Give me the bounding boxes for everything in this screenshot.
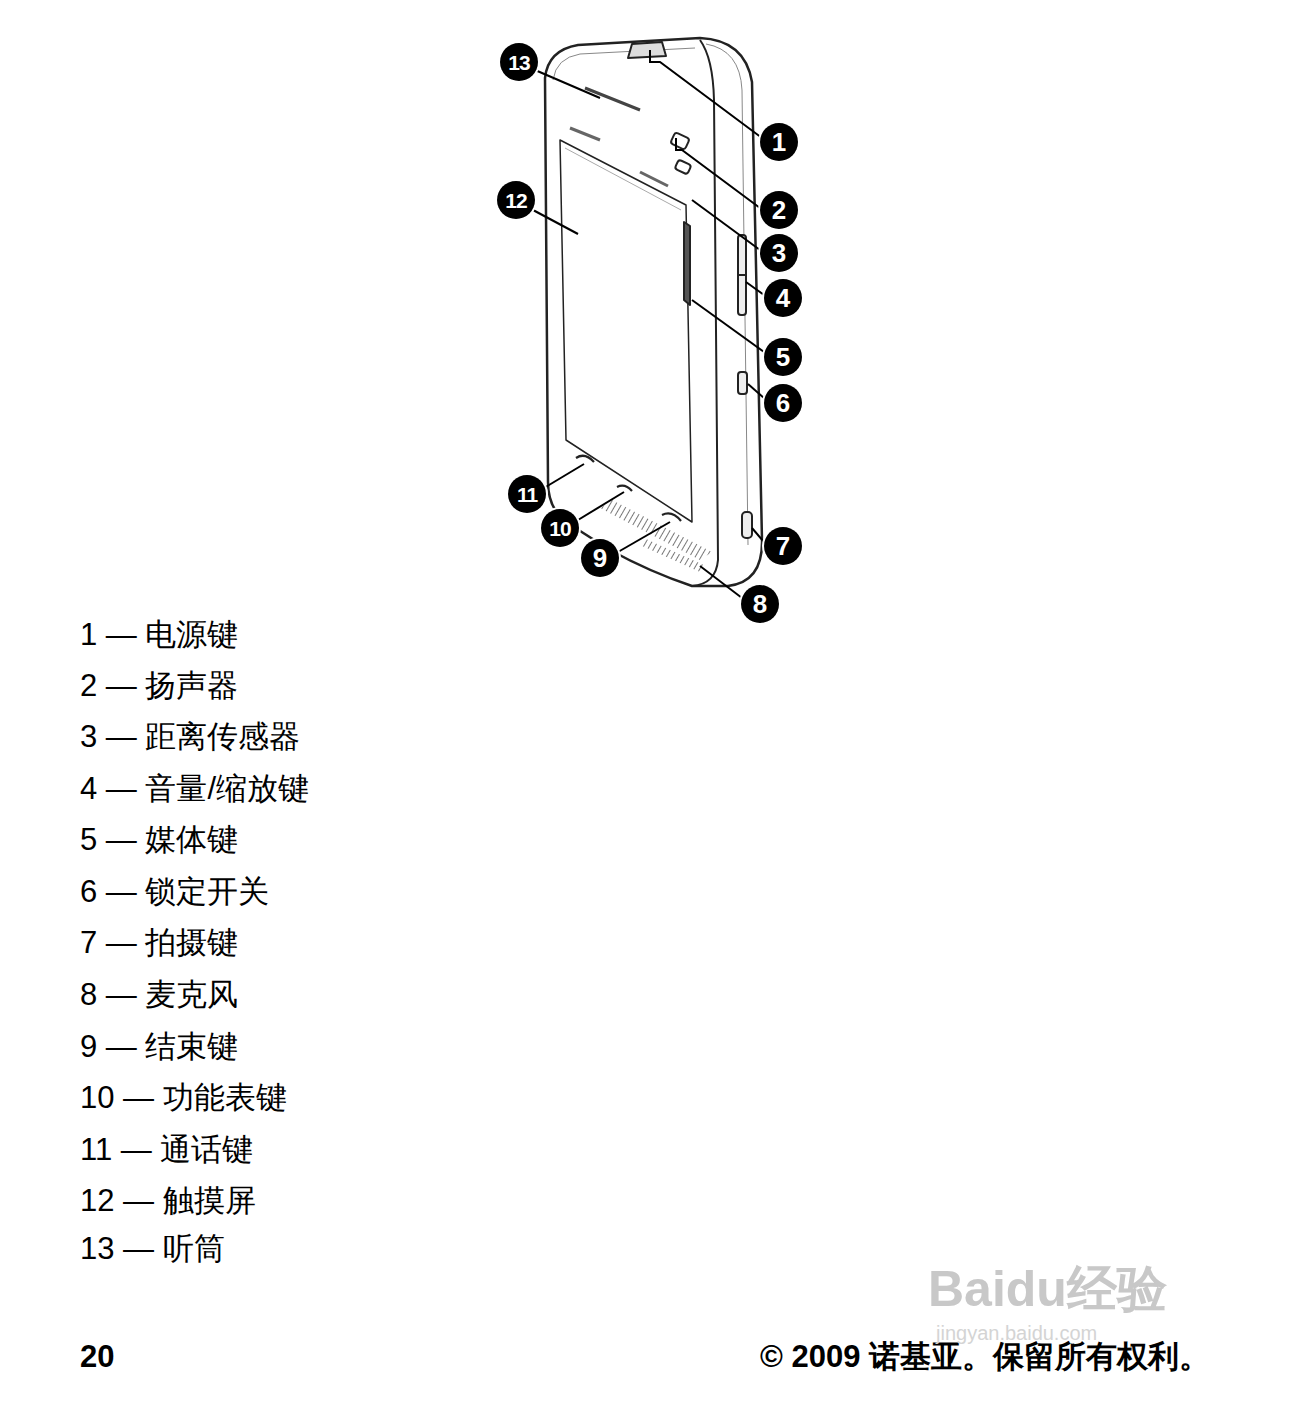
- callout-number: 8: [753, 591, 767, 617]
- part-list-item: 9 — 结束键: [80, 1030, 238, 1064]
- part-list-item: 7 — 拍摄键: [80, 926, 238, 960]
- callout-circle: 7: [764, 527, 802, 565]
- callout-number: 2: [772, 197, 786, 223]
- callout-number: 5: [776, 344, 790, 370]
- callout-number: 10: [549, 518, 570, 539]
- callout-circle: 2: [760, 191, 798, 229]
- part-list-item: 10 — 功能表键: [80, 1081, 287, 1115]
- callout-circle: 11: [508, 475, 546, 513]
- callout-circle: 5: [764, 338, 802, 376]
- callout-number: 4: [776, 285, 790, 311]
- part-list-item: 8 — 麦克风: [80, 978, 238, 1012]
- callout-circle: 4: [764, 279, 802, 317]
- part-list-item: 1 — 电源键: [80, 618, 238, 652]
- part-list-item: 3 — 距离传感器: [80, 720, 300, 754]
- callout-circle: 9: [581, 539, 619, 577]
- callout-number: 11: [517, 484, 537, 505]
- callout-circle: 1: [760, 123, 798, 161]
- callout-circle: 8: [741, 585, 779, 623]
- callout-number: 12: [505, 190, 526, 211]
- callout-number: 13: [508, 52, 529, 73]
- watermark-url: jingyan.baidu.com: [936, 1322, 1097, 1344]
- part-list-item: 6 — 锁定开关: [80, 875, 269, 909]
- callout-circle: 3: [760, 234, 798, 272]
- part-list-item: 11 — 通话键: [80, 1133, 253, 1167]
- callout-circle: 12: [497, 181, 535, 219]
- copyright-notice: © 2009 诺基亚。保留所有权利。: [760, 1340, 1210, 1374]
- callout-circle: 10: [541, 509, 579, 547]
- part-list-item: 13 — 听筒: [80, 1232, 225, 1266]
- callout-number: 7: [776, 533, 790, 559]
- callout-number: 1: [772, 129, 786, 155]
- callout-number: 6: [776, 390, 790, 416]
- part-list-item: 4 — 音量/缩放键: [80, 772, 309, 806]
- part-list-item: 2 — 扬声器: [80, 669, 238, 703]
- part-list-item: 12 — 触摸屏: [80, 1184, 256, 1218]
- callout-circle: 6: [764, 384, 802, 422]
- callout-number: 3: [772, 240, 786, 266]
- watermark: Baidu经验: [928, 1262, 1167, 1317]
- part-list-item: 5 — 媒体键: [80, 823, 238, 857]
- callout-circle: 13: [500, 43, 538, 81]
- callout-number: 9: [593, 545, 607, 571]
- page-number: 20: [80, 1340, 114, 1374]
